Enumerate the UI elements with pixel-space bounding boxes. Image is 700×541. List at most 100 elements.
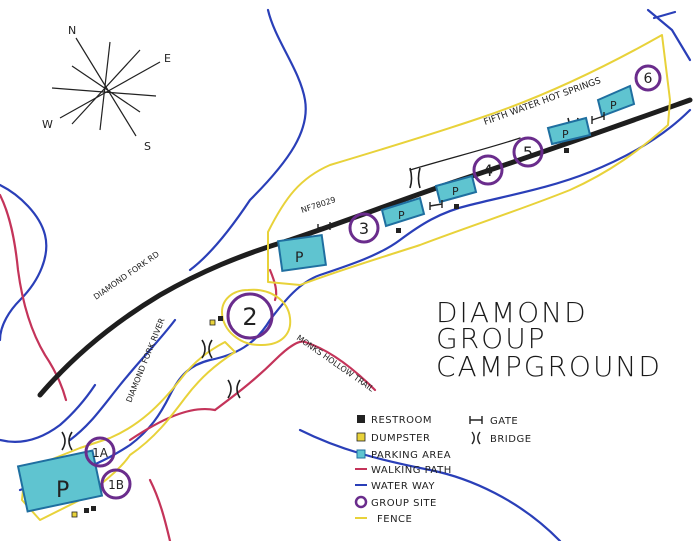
bridge-upper: [409, 167, 421, 189]
parking-labels: P P P P P P: [56, 99, 617, 503]
restroom-icon: [454, 204, 459, 209]
compass-e: E: [164, 52, 171, 65]
path-lower-branch: [128, 407, 217, 442]
legend: RESTROOM DUMPSTER PARKING AREA WALKING P…: [354, 415, 532, 525]
highway-line: [37, 97, 693, 398]
path-bottom-left: [148, 478, 172, 541]
parking-label-upper: P: [295, 250, 303, 266]
group-site-1a-ring: [84, 436, 116, 468]
parking-lot-site3: [380, 196, 426, 228]
legend-group-swatch: [354, 495, 368, 509]
stream-left-upper: [0, 183, 48, 342]
dumpsters: [71, 319, 216, 518]
restroom-icon: [91, 506, 96, 511]
gate-icon: [429, 200, 443, 210]
parking-label-site3: P: [398, 209, 405, 222]
restroom-icon: [396, 228, 401, 233]
waterways: [0, 8, 692, 541]
group-sites: [84, 64, 662, 500]
group-site-4-ring: [472, 154, 504, 186]
river-label: DIAMOND FORK RIVER: [125, 316, 167, 403]
fence-site2: [221, 288, 292, 347]
fence-upper-corridor: [267, 34, 671, 286]
compass-needle: [71, 65, 141, 113]
legend-bridge-label: BRIDGE: [490, 434, 532, 445]
compass-n: N: [68, 24, 76, 37]
restroom-icon: [218, 316, 223, 321]
parking-lot-site4: [434, 174, 478, 204]
forest-road-label: NF78029: [300, 195, 337, 215]
parking-lot-main: [16, 449, 104, 513]
group-site-5-ring: [512, 136, 544, 168]
parking-lot-upper: [276, 233, 328, 273]
group-site-labels: 1A 1B 2 3 4 5 6: [92, 71, 652, 492]
gate-icon: [317, 222, 331, 232]
legend-parking-swatch: [356, 449, 366, 459]
parking-areas: [16, 84, 636, 513]
main-road-label: DIAMOND FORK RD: [92, 250, 161, 302]
restroom-icon: [84, 508, 89, 513]
group-site-4-label: 4: [483, 161, 493, 180]
group-site-3-label: 3: [359, 219, 369, 238]
path-site2-link: [268, 268, 278, 302]
stream-top-right-branch: [652, 10, 677, 20]
legend-dumpster-swatch: [356, 432, 366, 442]
parking-label-site5: P: [562, 128, 569, 141]
legend-group-label: GROUP SITE: [371, 498, 437, 509]
group-site-1b-ring: [100, 468, 132, 500]
compass-w: W: [42, 118, 53, 131]
parking-lot-site5: [546, 116, 592, 146]
path-left-edge: [0, 193, 68, 402]
group-site-6-ring: [634, 64, 662, 92]
gate-icon: [591, 112, 605, 124]
legend-dumpster-label: DUMPSTER: [371, 433, 430, 444]
path-monks-hollow: [213, 340, 377, 412]
gates: [317, 112, 605, 232]
bridge-lower: [61, 431, 73, 451]
legend-bridge-swatch: [471, 431, 481, 445]
group-site-1b-label: 1B: [108, 478, 124, 492]
compass-rose: [51, 37, 161, 137]
compass-s: S: [144, 140, 151, 153]
legend-gate-swatch: [469, 416, 483, 424]
stream-bottom-right: [298, 428, 562, 541]
roads: [37, 97, 693, 398]
bridge-site2-left: [201, 339, 213, 359]
legend-restroom-swatch: [357, 415, 365, 423]
title-line3: CAMPGROUND: [436, 350, 662, 383]
bridges: [61, 117, 579, 451]
parking-lot-site6: [596, 84, 636, 118]
legend-water-label: WATER WAY: [371, 481, 435, 492]
parking-label-site6: P: [610, 99, 617, 112]
compass-letters: N E S W: [42, 24, 171, 153]
title-line1: DIAMOND: [436, 296, 588, 329]
legend-parking-label: PARKING AREA: [371, 450, 451, 461]
dumpster-icon: [71, 511, 78, 518]
stream-top-center: [188, 8, 307, 272]
parking-label-site4: P: [452, 185, 459, 198]
dumpster-icon: [209, 319, 216, 326]
restrooms: [84, 148, 569, 513]
compass-needle: [99, 41, 111, 131]
title-line2: GROUP: [436, 322, 547, 355]
legend-walking-label: WALKING PATH: [371, 465, 452, 476]
group-site-3-ring: [348, 212, 380, 244]
forest-road-line: [409, 137, 521, 171]
group-site-6-label: 6: [644, 71, 653, 87]
compass-needle: [59, 61, 161, 119]
river-lower: [68, 318, 177, 442]
group-site-2-ring: [226, 292, 274, 340]
group-site-5-label: 5: [523, 143, 533, 162]
legend-fence-label: FENCE: [377, 514, 412, 525]
bridge-site2-right: [227, 379, 241, 399]
parking-label-main: P: [56, 478, 69, 503]
trail-label: MONKS HOLLOW TRAIL: [295, 333, 376, 394]
compass-needle: [71, 49, 141, 125]
map-title: DIAMOND GROUP CAMPGROUND: [436, 296, 662, 383]
group-site-2-label: 2: [242, 303, 257, 331]
stream-left-lower: [0, 383, 97, 443]
legend-restroom-label: RESTROOM: [371, 415, 432, 426]
river-main: [18, 108, 692, 492]
restroom-icon: [564, 148, 569, 153]
